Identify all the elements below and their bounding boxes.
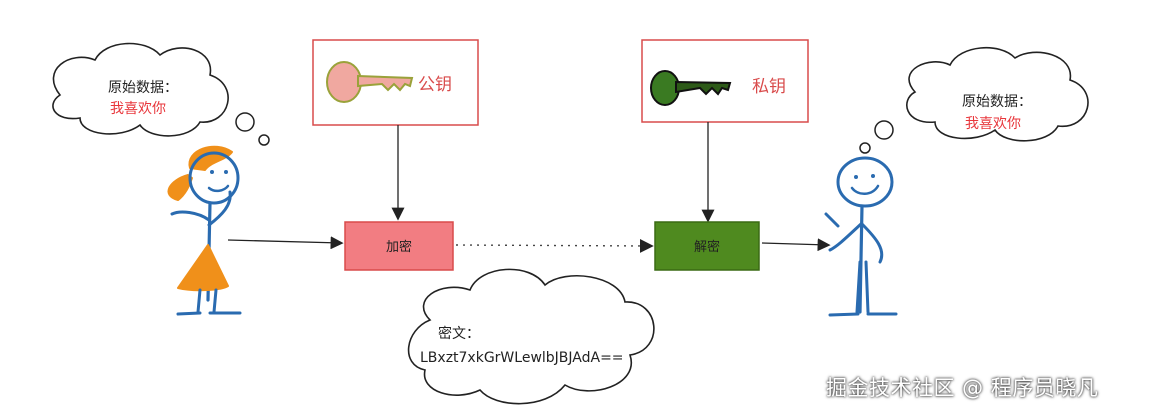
cipher-transfer-arrow	[455, 238, 654, 253]
public-key-box: 公钥	[312, 39, 479, 126]
sender-cloud-title: 原始数据：	[108, 80, 178, 96]
receiver-cloud-message: 我喜欢你	[965, 116, 1021, 132]
encrypt-box: 加密	[344, 221, 454, 271]
ciphertext-cloud: 密文： LBxzt7xkGrWLewlbJBJAdA==	[407, 268, 655, 405]
cipher-text: LBxzt7xkGrWLewlbJBJAdA==	[420, 350, 624, 366]
private-key-box: 私钥	[641, 39, 809, 123]
watermark: 掘金技术社区 @ 程序员晓凡	[826, 376, 1099, 400]
decrypt-box: 解密	[654, 221, 760, 271]
sender-figure	[167, 145, 242, 316]
private-key-label: 私钥	[752, 77, 786, 97]
receiver-cloud-title: 原始数据：	[962, 94, 1032, 110]
public-key-label: 公钥	[418, 75, 452, 95]
cipher-title: 密文：	[438, 325, 480, 342]
sender-thought-cloud: 原始数据： 我喜欢你	[52, 42, 270, 146]
decrypt-label: 解密	[694, 239, 720, 255]
receiver-thought-cloud: 原始数据： 我喜欢你	[859, 46, 1089, 154]
sender-to-encrypt-arrow	[227, 236, 344, 250]
private-key-icon	[650, 70, 732, 106]
decrypt-to-receiver-arrow	[761, 238, 831, 252]
encrypt-label: 加密	[386, 239, 412, 255]
public-key-icon	[326, 61, 414, 103]
receiver-figure	[824, 156, 898, 317]
sender-cloud-message: 我喜欢你	[110, 101, 166, 117]
